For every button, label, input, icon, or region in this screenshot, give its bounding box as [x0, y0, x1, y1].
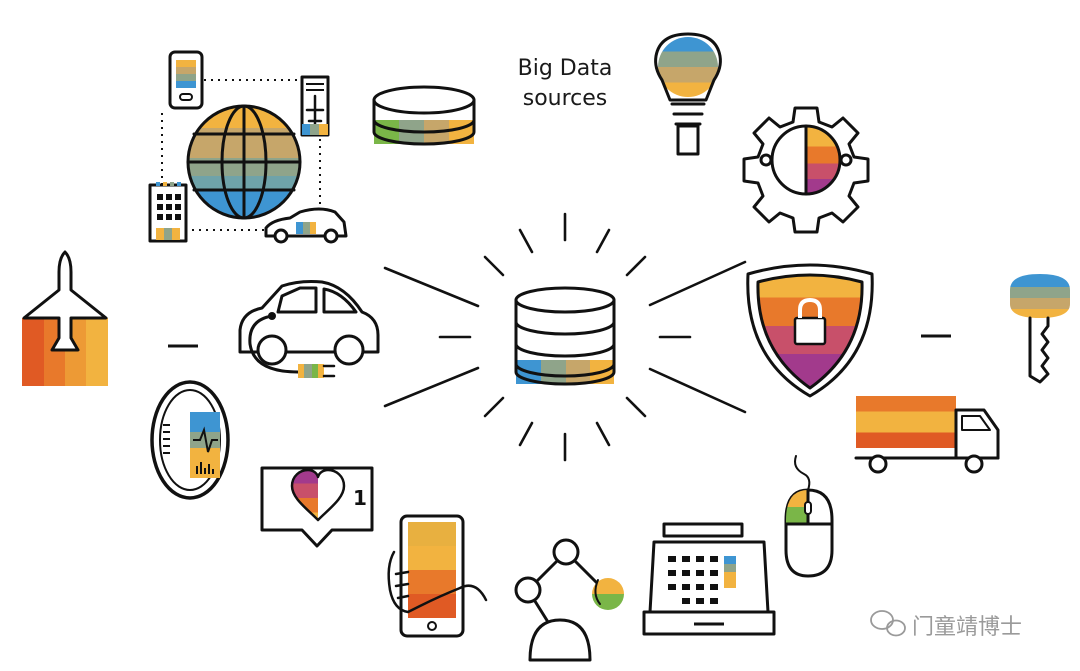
gear-icon — [742, 106, 870, 234]
disk-storage-icon — [372, 85, 476, 146]
wechat-icon — [870, 610, 906, 637]
boarding-pass-icon — [300, 75, 330, 137]
smartphone-icon — [168, 50, 204, 110]
watermark: 门童靖博士 — [870, 610, 1022, 640]
electric-car-icon — [238, 280, 380, 378]
watermark-text: 门童靖博士 — [912, 615, 1022, 640]
touch-phone-icon — [387, 514, 488, 638]
delivery-truck-icon — [854, 396, 1000, 474]
airplane-icon — [22, 250, 108, 386]
car-small-icon — [264, 207, 348, 244]
caption-line-1: Big Data — [518, 56, 613, 81]
notification-count: 1 — [353, 486, 367, 510]
lightbulb-icon — [654, 32, 722, 156]
diagram-caption: Big Data sources — [518, 56, 613, 111]
hotel-icon — [148, 182, 188, 243]
shield-lock-icon — [746, 263, 874, 398]
database-icon — [514, 286, 616, 386]
central-rays — [383, 212, 747, 462]
computer-mouse-icon — [784, 455, 834, 578]
caption-line-2: sources — [523, 86, 608, 111]
cash-register-icon — [642, 522, 776, 636]
social-like-icon: 1 — [260, 466, 374, 548]
robot-arm-icon — [514, 538, 624, 662]
fitness-band-icon — [150, 380, 230, 500]
key-icon — [1010, 274, 1070, 384]
